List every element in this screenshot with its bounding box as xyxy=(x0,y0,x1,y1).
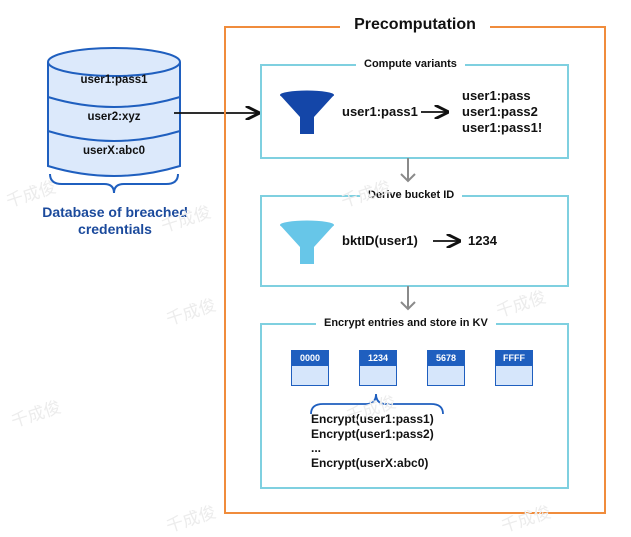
bucket-5678: 5678 xyxy=(427,350,465,386)
bucket-0000: 0000 xyxy=(291,350,329,386)
precomputation-title: Precomputation xyxy=(340,16,490,34)
bucket-ffff: FFFF xyxy=(495,350,533,386)
encrypt-store-title: Encrypt entries and store in KV xyxy=(316,317,496,329)
encrypted-entries: Encrypt(user1:pass1) Encrypt(user1:pass2… xyxy=(311,412,434,470)
db-row-2: user2:xyz xyxy=(87,111,141,123)
db-row-1: user1:pass1 xyxy=(80,74,148,86)
database-cylinder xyxy=(47,47,181,177)
bucket-ffff-label: FFFF xyxy=(496,351,532,366)
encrypted-entry-3: Encrypt(userX:abc0) xyxy=(311,455,429,470)
db-row-3: userX:abc0 xyxy=(82,145,145,157)
variants-list: user1:pass user1:pass2 user1:pass1! xyxy=(462,88,542,136)
bucket-brace xyxy=(310,393,444,415)
bucket-5678-label: 5678 xyxy=(428,351,464,366)
variants-to-bucket-arrow xyxy=(400,158,416,183)
bucket-to-encrypt-arrow xyxy=(400,286,416,311)
funnel-dark-icon xyxy=(280,90,334,134)
encrypted-entry-1: Encrypt(user1:pass1) xyxy=(311,412,434,426)
encrypted-entry-2: Encrypt(user1:pass2) xyxy=(311,426,434,441)
database-brace xyxy=(49,173,179,194)
variant-2: user1:pass2 xyxy=(462,104,538,119)
bucket-function: bktID(user1) xyxy=(342,233,418,248)
derive-bucket-title: Derive bucket ID xyxy=(360,189,463,201)
variant-1: user1:pass xyxy=(462,88,531,103)
bucket-1234: 1234 xyxy=(359,350,397,386)
funnel-light-icon xyxy=(280,220,334,264)
db-caption: Database of breached credentials xyxy=(42,204,188,237)
compute-variants-title: Compute variants xyxy=(356,58,465,70)
variant-3: user1:pass1! xyxy=(462,120,543,135)
bucket-0000-label: 0000 xyxy=(292,351,328,366)
variants-input: user1:pass1 xyxy=(342,104,418,119)
bucket-1234-label: 1234 xyxy=(360,351,396,366)
encrypted-entry-ellipsis: ... xyxy=(311,441,322,455)
bucket-id-value: 1234 xyxy=(468,233,497,248)
